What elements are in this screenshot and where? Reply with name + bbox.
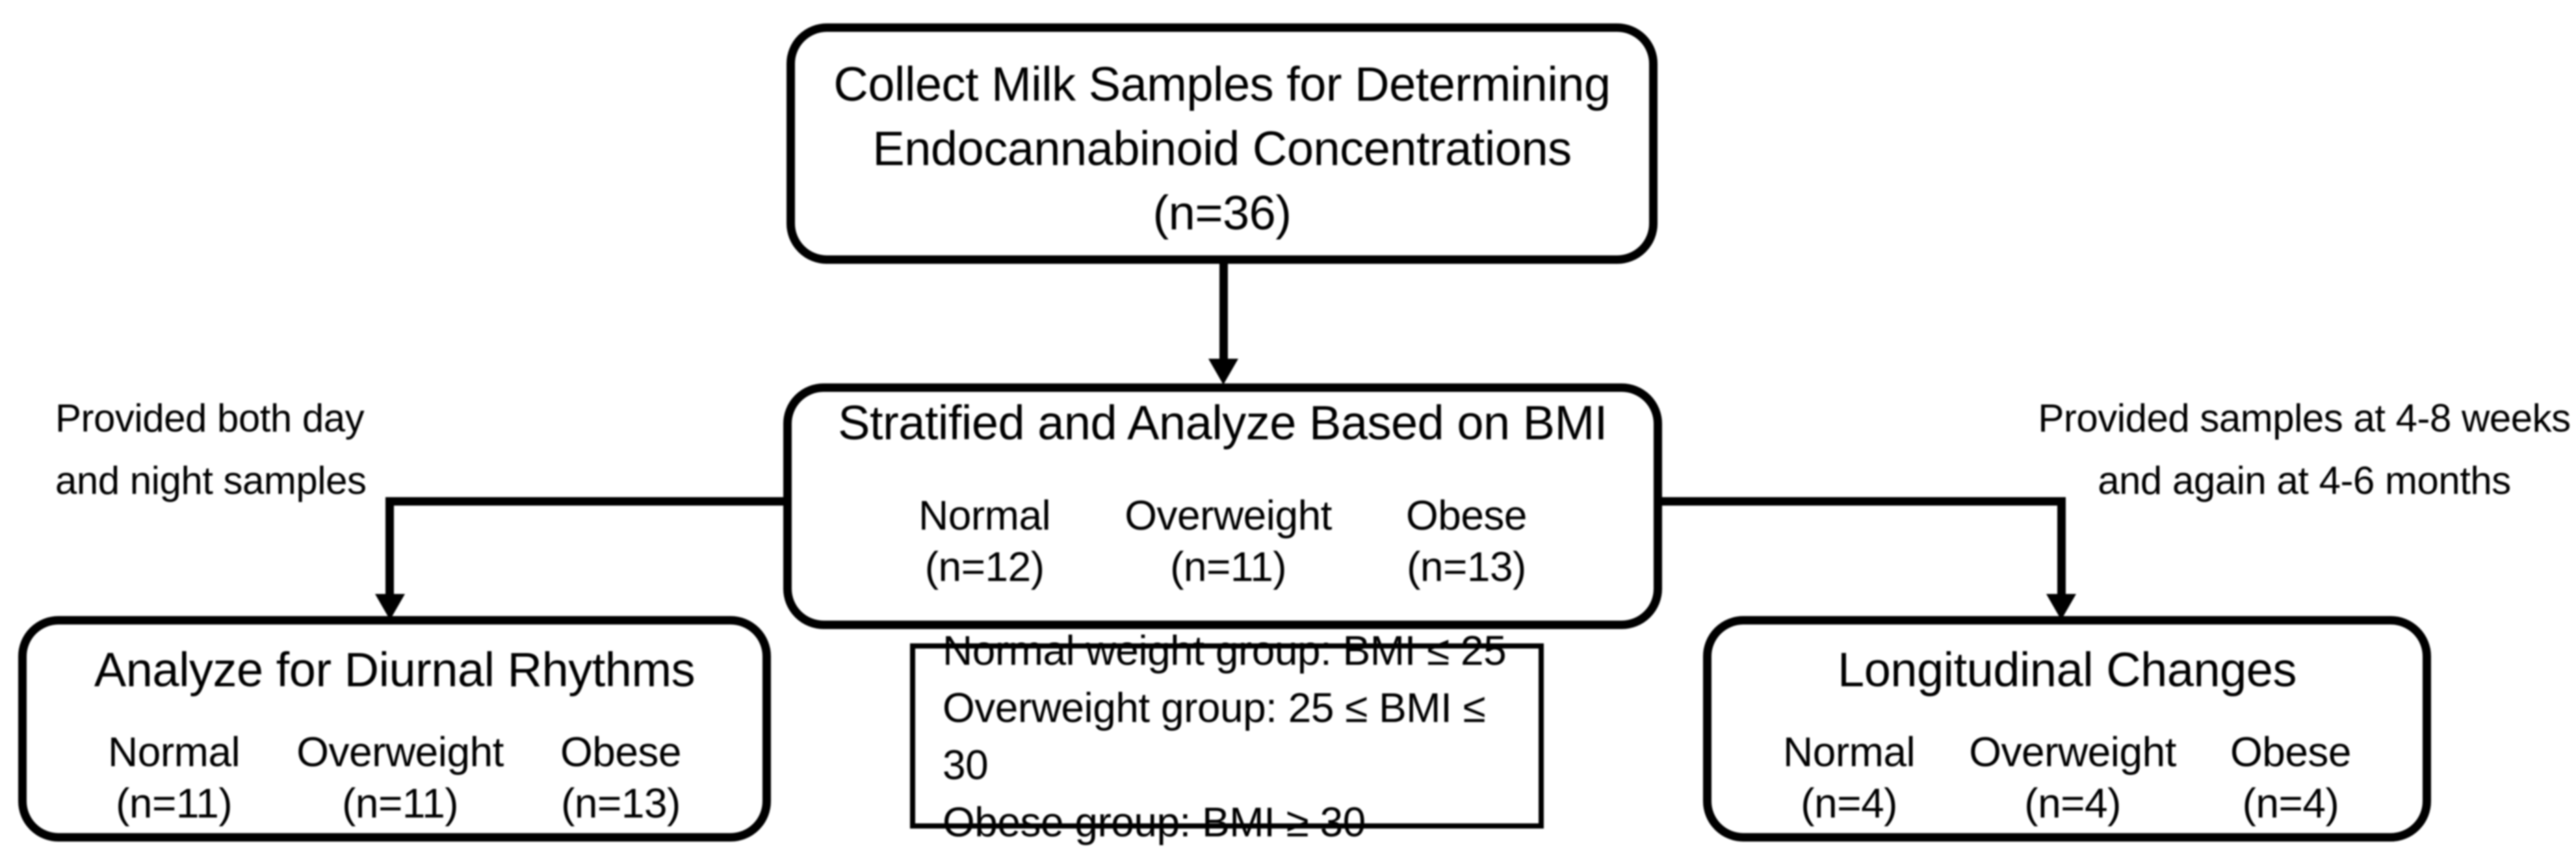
longitudinal-group-overweight: Overweight (n=4) [1969, 725, 2176, 827]
right-annotation-line-2: and again at 4-6 months [2098, 459, 2511, 502]
connector-collect-to-stratified-line [1219, 261, 1228, 363]
collect-box-line-2: Endocannabinoid Concentrations [872, 121, 1572, 175]
connector-stratified-to-diurnal-vertical [385, 497, 394, 596]
longitudinal-changes-box: Longitudinal Changes Normal (n=4) Overwe… [1703, 616, 2431, 842]
group-count: (n=4) [1801, 780, 1897, 827]
longitudinal-group-normal: Normal (n=4) [1783, 725, 1916, 827]
group-label: Overweight [296, 728, 504, 775]
bmi-definitions-box: Normal weight group: BMI ≤ 25 Overweight… [910, 627, 1544, 845]
right-branch-annotation: Provided samples at 4-8 weeks and again … [2037, 387, 2571, 512]
longitudinal-box-title: Longitudinal Changes [1838, 643, 2296, 697]
diurnal-rhythms-box: Analyze for Diurnal Rhythms Normal (n=11… [18, 616, 771, 842]
group-count: (n=13) [1407, 543, 1526, 590]
right-annotation-line-1: Provided samples at 4-8 weeks [2038, 396, 2571, 440]
collect-box-line-1: Collect Milk Samples for Determining [833, 57, 1611, 111]
diurnal-group-normal: Normal (n=11) [108, 725, 241, 827]
collect-milk-samples-box: Collect Milk Samples for Determining End… [787, 23, 1658, 264]
left-annotation-line-1: Provided both day [55, 396, 365, 440]
diurnal-box-title: Analyze for Diurnal Rhythms [94, 643, 696, 697]
bmi-definition-overweight: Overweight group: 25 ≤ BMI ≤ 30 [943, 684, 1486, 788]
arrowhead-down-icon [2046, 594, 2076, 620]
arrowhead-down-icon [375, 594, 405, 620]
group-count: (n=12) [924, 543, 1045, 590]
bmi-definition-normal: Normal weight group: BMI ≤ 25 [943, 626, 1507, 674]
diurnal-group-overweight: Overweight (n=11) [296, 725, 504, 827]
longitudinal-group-row: Normal (n=4) Overweight (n=4) Obese (n=4… [1711, 725, 2423, 827]
connector-stratified-to-diurnal-horizontal [385, 497, 792, 506]
group-label: Overweight [1969, 728, 2176, 775]
group-count: (n=4) [2024, 780, 2121, 827]
arrowhead-down-icon [1208, 359, 1238, 385]
connector-stratified-to-longitudinal-vertical [2057, 497, 2066, 596]
collect-box-sample-count: (n=36) [1152, 185, 1292, 240]
stratified-group-normal: Normal (n=12) [918, 488, 1051, 591]
group-count: (n=11) [1170, 543, 1287, 590]
left-branch-annotation: Provided both day and night samples [55, 387, 367, 512]
group-label: Obese [560, 728, 682, 775]
group-label: Overweight [1125, 492, 1332, 539]
stratified-group-obese: Obese (n=13) [1405, 488, 1528, 591]
stratified-group-row: Normal (n=12) Overweight (n=11) Obese (n… [792, 488, 1654, 591]
diurnal-group-row: Normal (n=11) Overweight (n=11) Obese (n… [27, 725, 762, 827]
connector-stratified-to-longitudinal-horizontal [1658, 497, 2066, 506]
group-count: (n=4) [2242, 780, 2339, 827]
diurnal-group-obese: Obese (n=13) [560, 725, 682, 827]
group-count: (n=13) [561, 780, 681, 827]
stratified-by-bmi-box: Stratified and Analyze Based on BMI Norm… [783, 383, 1662, 629]
group-label: Normal [108, 728, 241, 775]
group-label: Obese [2230, 728, 2352, 775]
group-label: Obese [1405, 492, 1528, 539]
bmi-definition-obese: Obese group: BMI ≥ 30 [943, 798, 1366, 845]
group-count: (n=11) [342, 780, 459, 827]
group-label: Normal [1783, 728, 1916, 775]
longitudinal-group-obese: Obese (n=4) [2230, 725, 2352, 827]
left-annotation-line-2: and night samples [55, 459, 367, 502]
group-count: (n=11) [116, 780, 233, 827]
stratified-box-title: Stratified and Analyze Based on BMI [838, 396, 1607, 450]
stratified-group-overweight: Overweight (n=11) [1125, 488, 1332, 591]
group-label: Normal [918, 492, 1051, 539]
